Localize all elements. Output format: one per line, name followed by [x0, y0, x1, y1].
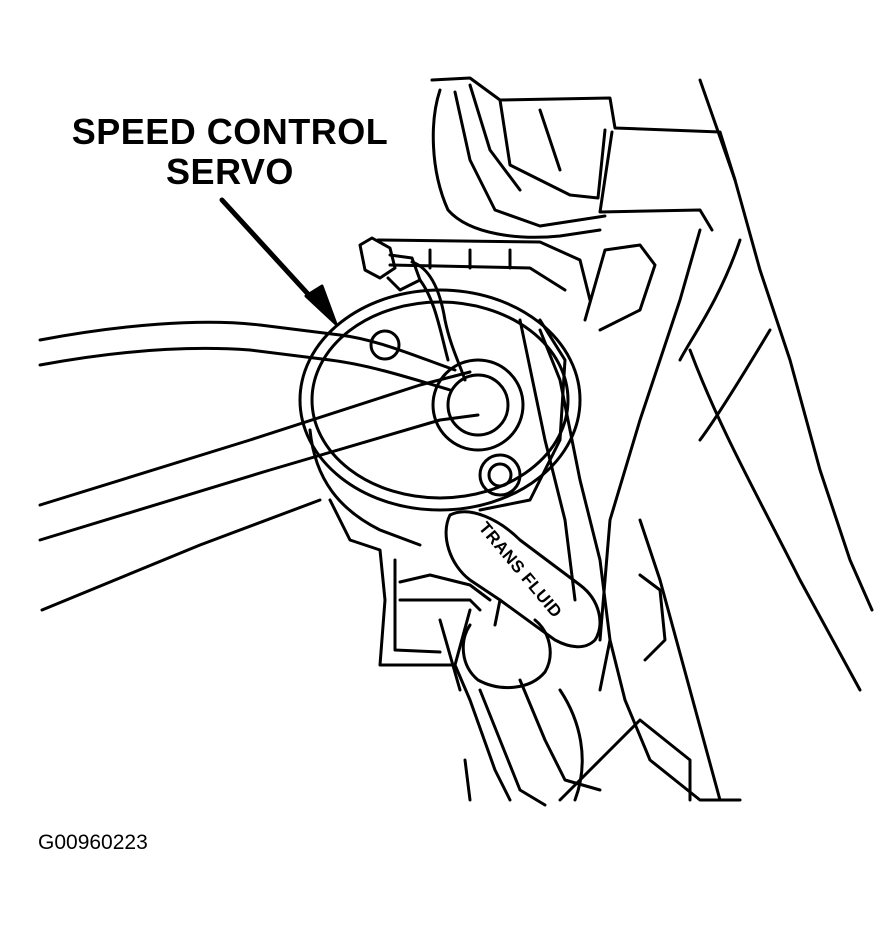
dipstick-label: TRANS FLUID: [475, 518, 566, 621]
speed-control-servo: [298, 288, 582, 667]
speed-control-cable: [38, 320, 457, 392]
callout-line-1: SPEED CONTROL: [71, 111, 389, 152]
drive-rod: [38, 370, 480, 612]
callout-leader-arrow: [219, 197, 338, 326]
trans-fluid-dipstick: [438, 510, 602, 807]
figure-id: G00960223: [38, 831, 148, 854]
mounting-bracket: [376, 238, 657, 692]
upper-housing: [430, 76, 874, 612]
right-panels: [558, 228, 862, 802]
electrical-connector: [358, 236, 467, 382]
callout-line-2: SERVO: [166, 151, 294, 192]
lower-tube: [463, 688, 584, 802]
speed-control-servo-callout: SPEED CONTROL SERVO: [60, 112, 400, 192]
